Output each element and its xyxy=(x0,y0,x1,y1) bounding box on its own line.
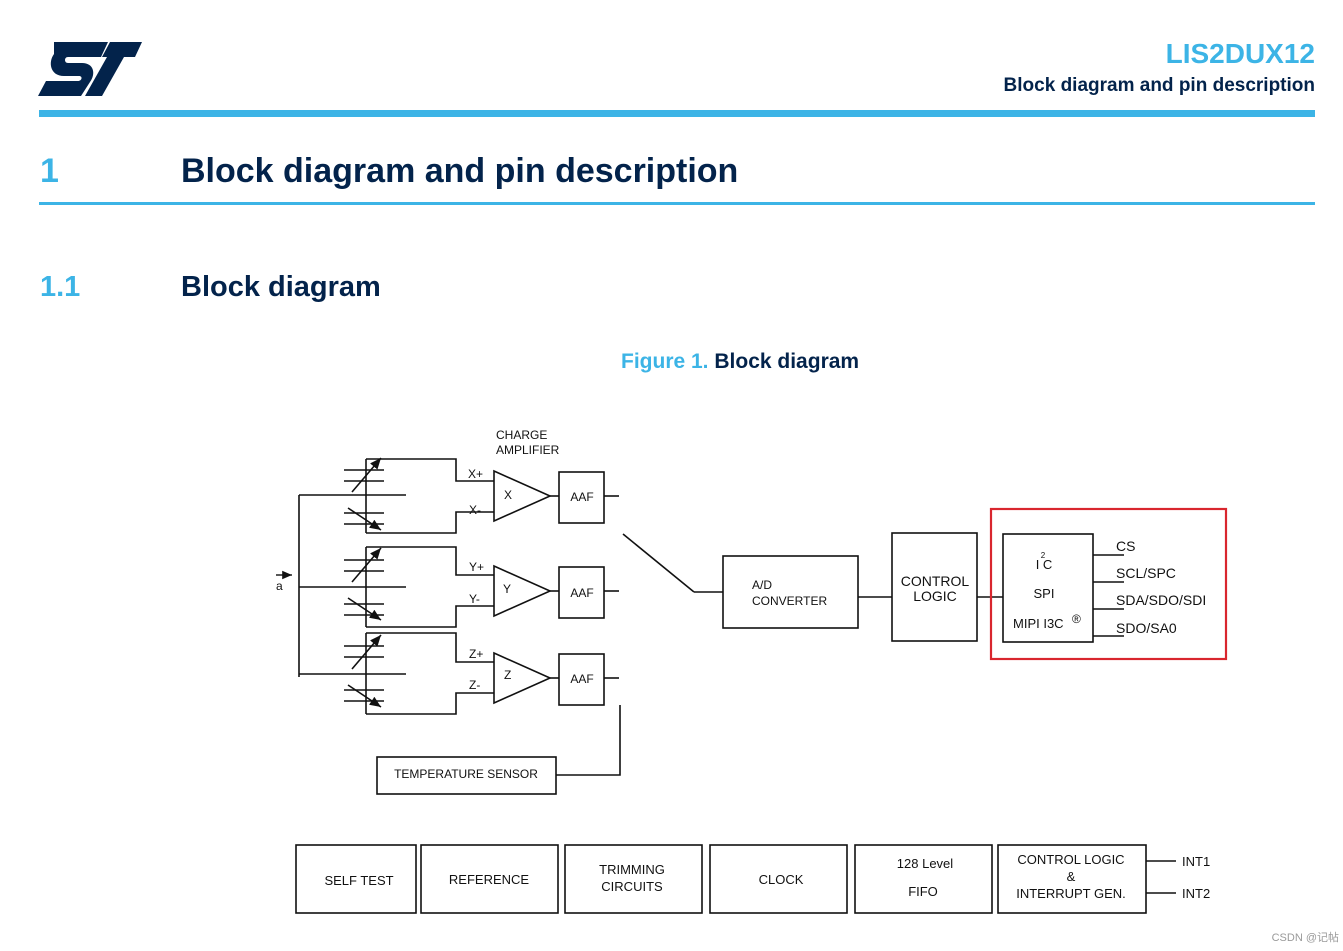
aaf-y-label: AAF xyxy=(570,586,593,600)
x-plus-label: X+ xyxy=(468,467,483,481)
accel-input-label: a xyxy=(276,579,283,593)
z-plus-label: Z+ xyxy=(469,647,483,661)
aaf-z-label: AAF xyxy=(570,672,593,686)
watermark: CSDN @记帖 xyxy=(1271,932,1339,944)
figure-title: Block diagram xyxy=(714,350,860,373)
figure-label: Figure 1. xyxy=(621,350,709,373)
section-title: Block diagram and pin description xyxy=(181,152,739,190)
trimming-label-1: TRIMMING xyxy=(599,862,665,877)
interface-highlight xyxy=(989,507,1228,661)
section-number: 1 xyxy=(40,152,59,190)
fifo-label-1: 128 Level xyxy=(897,856,953,871)
pin-cs: CS xyxy=(1116,538,1135,554)
pin-sda-sdo-sdi: SDA/SDO/SDI xyxy=(1116,592,1206,608)
interrupt-label-2: & xyxy=(1067,869,1076,884)
pin-int2: INT2 xyxy=(1182,886,1210,901)
charge-amp-label-2: AMPLIFIER xyxy=(496,443,560,457)
y-plus-label: Y+ xyxy=(469,560,484,574)
interrupt-label-1: CONTROL LOGIC xyxy=(1017,852,1124,867)
spi-label: SPI xyxy=(1034,586,1055,601)
pin-sdo-sa0: SDO/SA0 xyxy=(1116,620,1177,636)
clock-label: CLOCK xyxy=(759,872,804,887)
x-minus-label: X- xyxy=(469,503,481,517)
adc-label-2: CONVERTER xyxy=(752,594,827,608)
pin-int1: INT1 xyxy=(1182,854,1210,869)
pin-scl-spc: SCL/SPC xyxy=(1116,565,1176,581)
temperature-sensor-label: TEMPERATURE SENSOR xyxy=(394,767,538,781)
aaf-x-label: AAF xyxy=(570,490,593,504)
amp-x-label: X xyxy=(504,488,512,502)
subsection-number: 1.1 xyxy=(40,271,81,303)
product-name: LIS2DUX12 xyxy=(1165,38,1315,69)
header-rule xyxy=(39,110,1315,117)
i3c-label: MIPI I3C xyxy=(1013,616,1064,631)
st-logo xyxy=(38,42,142,96)
i2c-superscript: 2 xyxy=(1041,551,1046,560)
header-subtitle: Block diagram and pin description xyxy=(1003,75,1315,96)
control-logic-label-1: CONTROL xyxy=(901,573,970,589)
amp-z-label: Z xyxy=(504,668,511,682)
section-rule xyxy=(39,202,1315,205)
figure-caption: Figure 1. Block diagram xyxy=(621,350,859,374)
fifo-label-2: FIFO xyxy=(908,884,938,899)
self-test-label: SELF TEST xyxy=(324,873,393,888)
reference-label: REFERENCE xyxy=(449,872,530,887)
adc-label-1: A/D xyxy=(752,578,772,592)
y-minus-label: Y- xyxy=(469,592,480,606)
subsection-title: Block diagram xyxy=(181,271,381,303)
trimming-label-2: CIRCUITS xyxy=(601,879,663,894)
z-minus-label: Z- xyxy=(469,678,480,692)
registered-mark: ® xyxy=(1072,612,1081,626)
control-logic-label-2: LOGIC xyxy=(913,588,957,604)
amp-y-label: Y xyxy=(503,582,511,596)
interrupt-label-3: INTERRUPT GEN. xyxy=(1016,886,1126,901)
i2c-label: I C xyxy=(1036,557,1053,572)
charge-amp-label-1: CHARGE xyxy=(496,428,547,442)
